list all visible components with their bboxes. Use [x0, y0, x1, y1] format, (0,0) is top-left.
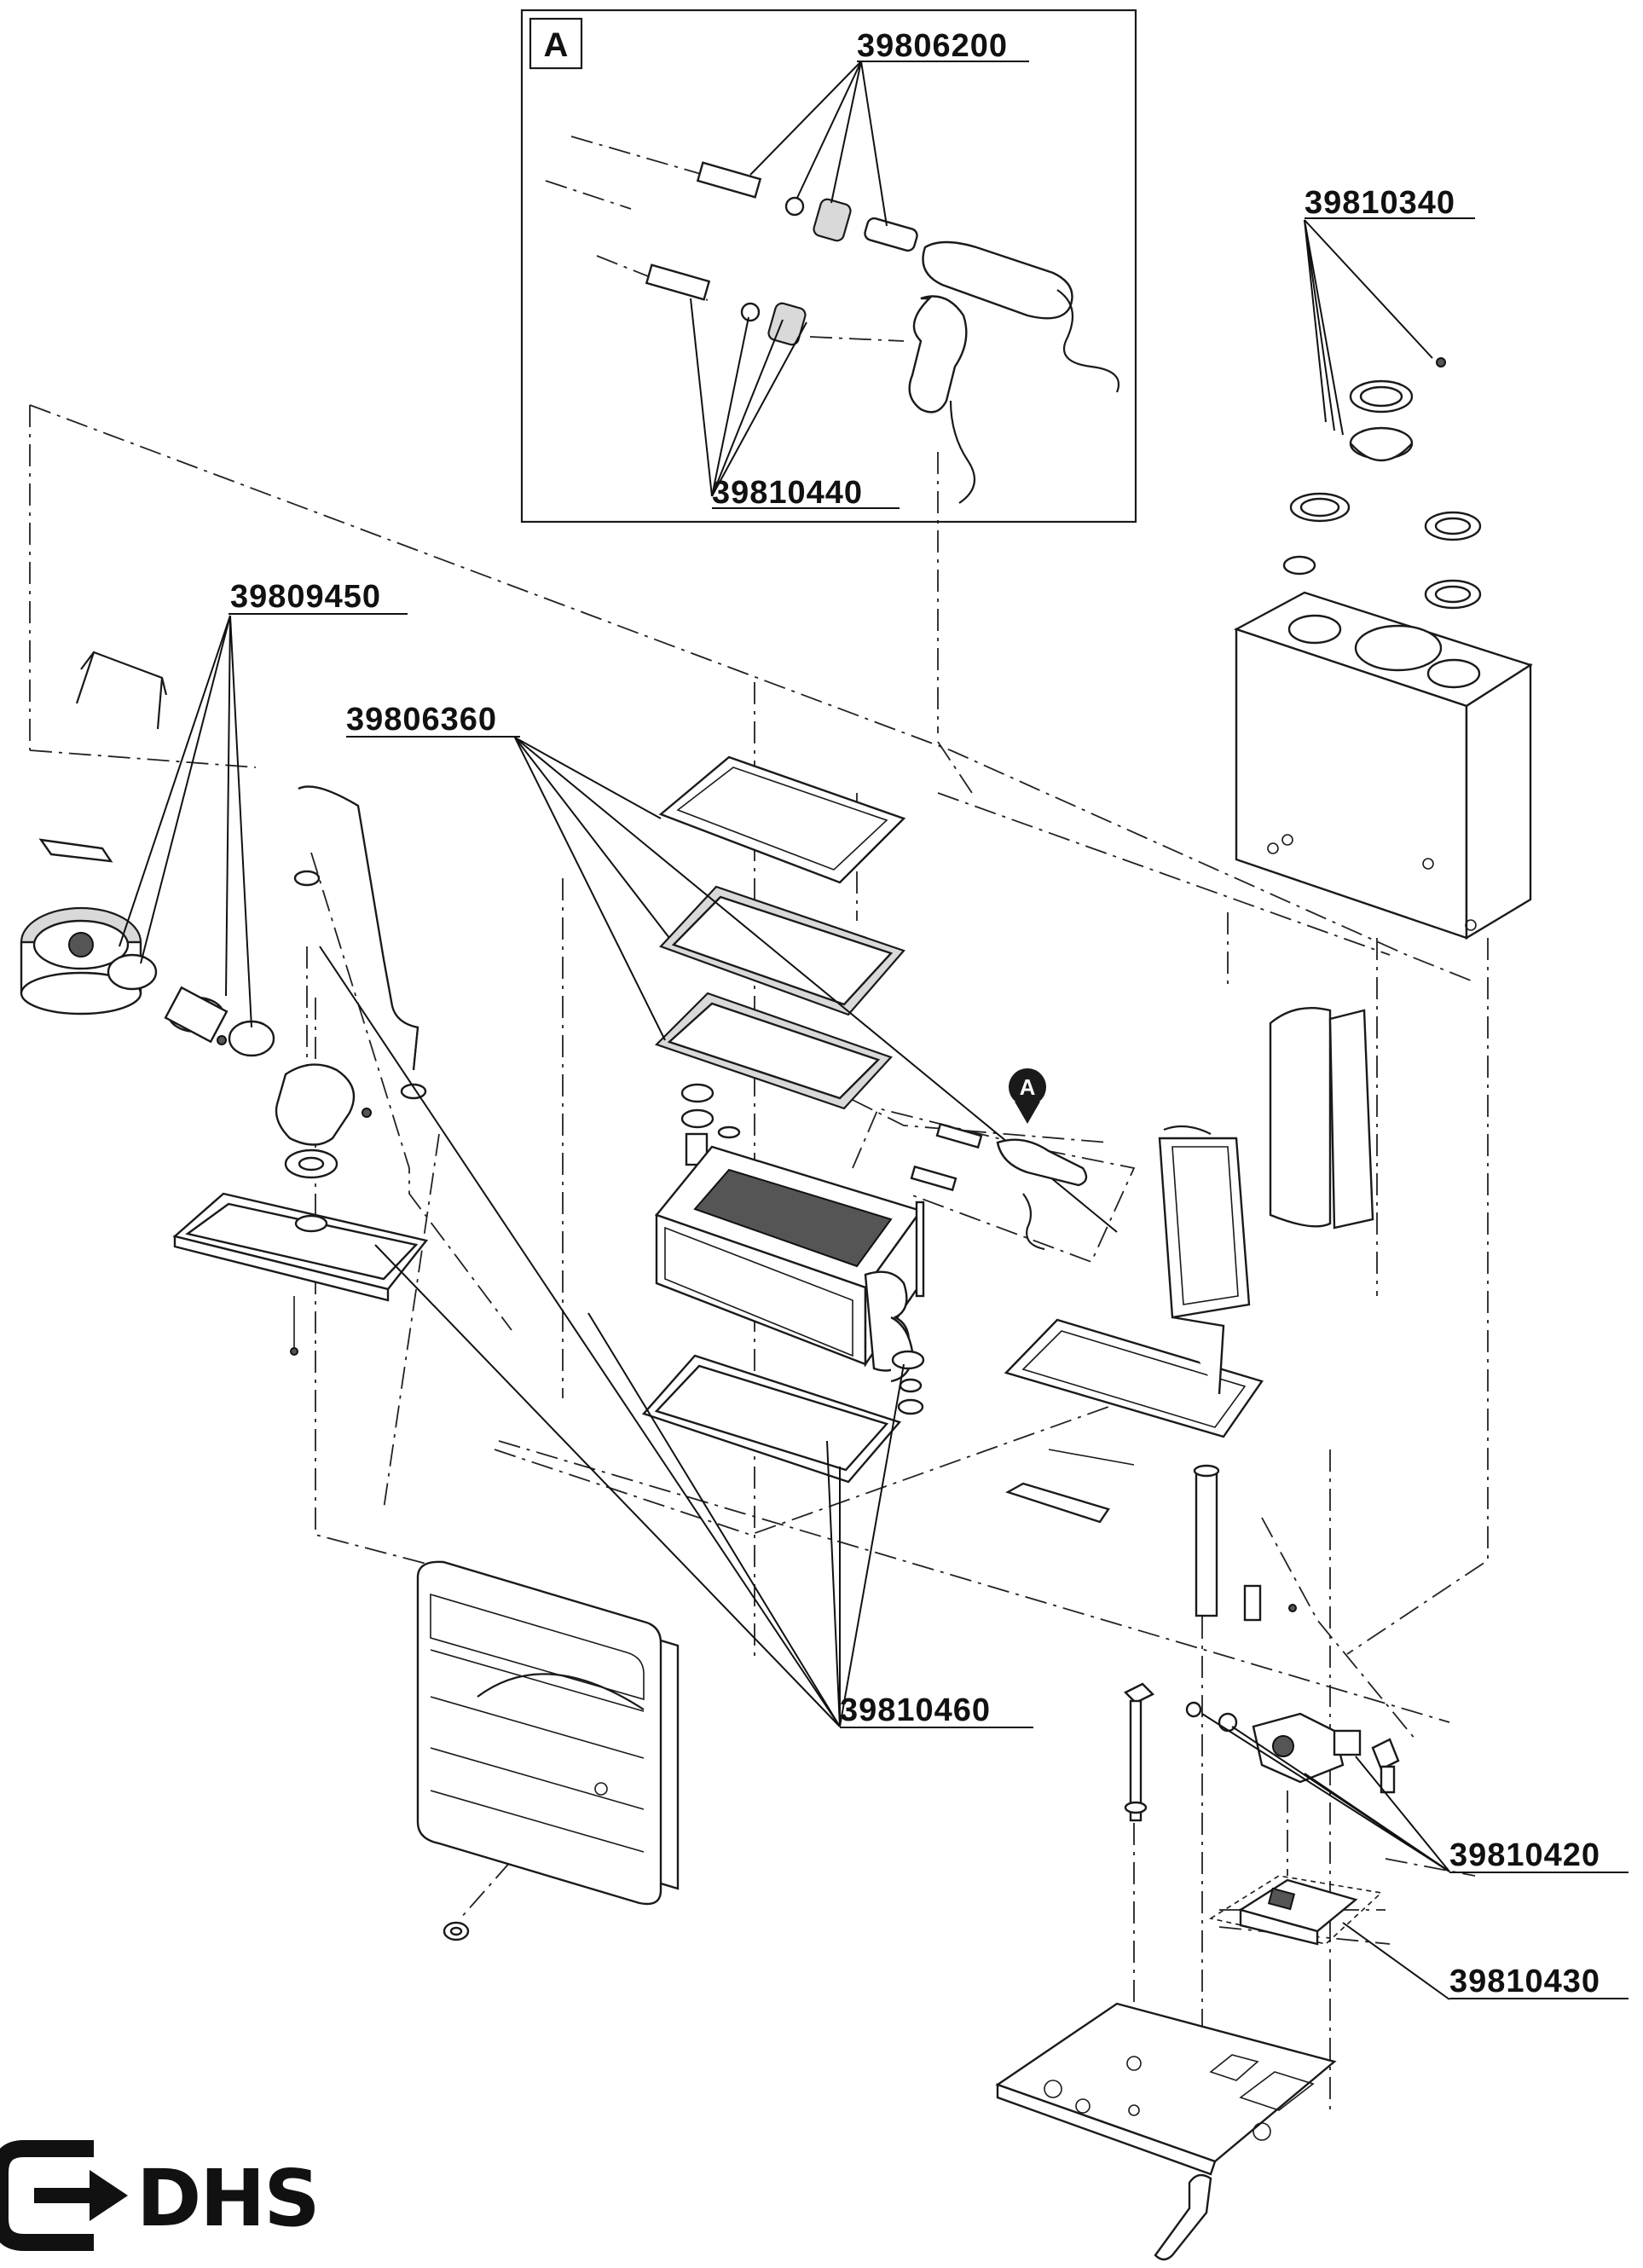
logo-wordmark: DHS — [136, 2153, 319, 2244]
part-number-39806200: 39806200 — [857, 28, 1008, 64]
leader-39810440 — [690, 298, 807, 497]
inset-detail-a: A 39806200 39810440 — [520, 9, 1137, 524]
bottom-gasket: 39810460 — [319, 946, 1033, 1728]
part-number-39806360: 39806360 — [346, 702, 497, 738]
gas-pipe — [293, 785, 427, 1100]
burner-tray — [172, 1148, 429, 1356]
front-panel — [416, 1560, 680, 1941]
dhs-logo: DHS — [0, 2140, 321, 2251]
callout-tag-label: A — [1020, 1074, 1036, 1100]
casing-box — [1233, 591, 1533, 940]
fan-assembly: 39809450 — [20, 579, 408, 1146]
leader-39806200 — [749, 61, 888, 227]
base-plate — [995, 2002, 1337, 2261]
flue-outlet-parts: 39810340 — [1282, 185, 1482, 610]
part-number-39810430: 39810430 — [1449, 1964, 1600, 1999]
combustion-chamber-parts — [1004, 1007, 1374, 1622]
part-number-39810420: 39810420 — [1449, 1837, 1600, 1873]
heat-exchanger-body — [654, 1083, 925, 1415]
control-box: 39810430 — [1208, 1875, 1629, 2000]
part-number-39810460: 39810460 — [840, 1692, 991, 1728]
inset-tag-label: A — [544, 26, 569, 64]
part-number-39810440: 39810440 — [712, 475, 863, 511]
callout-a-marker: A — [852, 1068, 1136, 1264]
part-number-39809450: 39809450 — [230, 579, 381, 615]
part-number-39810340: 39810340 — [1305, 185, 1455, 221]
gas-valve-parts: 39810420 — [1123, 1682, 1629, 1873]
heat-exchanger-gaskets: 39806360 — [346, 702, 1118, 1233]
